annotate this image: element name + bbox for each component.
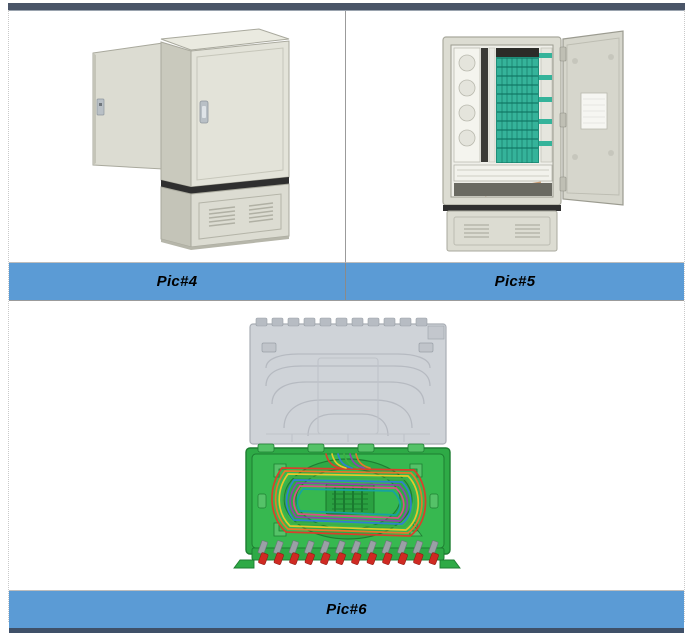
top-rule-divider: [8, 3, 685, 11]
table-row-images-top: [9, 11, 684, 263]
cell-pic4-image: [9, 11, 346, 263]
connector-row: [232, 540, 461, 569]
pic5-image: [346, 11, 684, 262]
caption-pic4: Pic#4: [9, 263, 346, 300]
tray-lid: [248, 317, 447, 445]
splice-tray-illustration: [232, 317, 461, 569]
pic6-image: [9, 301, 684, 590]
caption-pic5: Pic#5: [346, 263, 684, 300]
tray-body: [244, 443, 451, 555]
caption-row-bottom: Pic#6: [9, 591, 684, 633]
caption-pic6: Pic#6: [9, 591, 684, 628]
table-row-image-bottom: [9, 301, 684, 591]
cell-pic6-image: [9, 301, 684, 591]
cabinet-open-illustration: [442, 29, 624, 251]
picture-table: Pic#4 Pic#5: [9, 11, 684, 633]
cell-pic5-image: [346, 11, 684, 263]
cabinet-closed-illustration: [92, 27, 290, 250]
right-margin-guide: [684, 10, 686, 622]
left-margin-guide: [8, 10, 10, 622]
caption-row-top: Pic#4 Pic#5: [9, 263, 684, 301]
pic4-image: [9, 11, 345, 262]
